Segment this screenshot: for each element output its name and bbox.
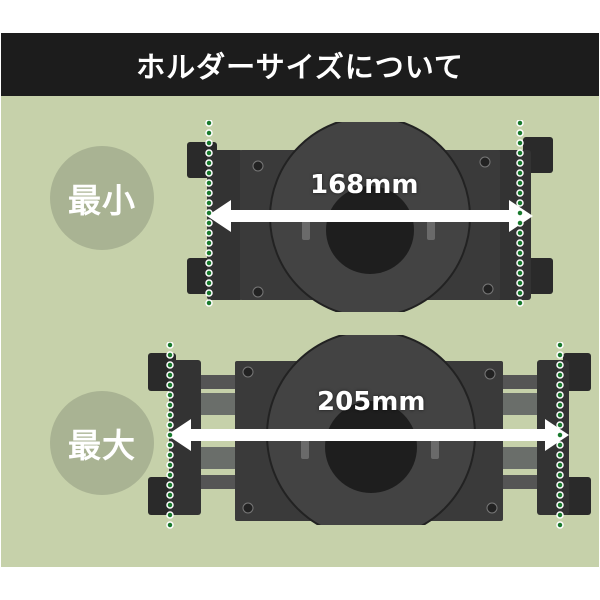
holder-max-image: 205mm <box>145 335 595 525</box>
max-badge: 最大 <box>50 391 154 495</box>
tablet-holder-min-icon <box>187 122 553 312</box>
min-badge-label: 最小 <box>68 181 136 220</box>
min-measurement-label: 168mm <box>310 170 419 200</box>
header-bar: ホルダーサイズについて <box>1 33 599 96</box>
holder-min-image: 168mm <box>185 122 555 312</box>
page-title: ホルダーサイズについて <box>136 49 464 84</box>
max-measurement-label: 205mm <box>317 387 426 417</box>
max-right-guide-line <box>556 342 564 529</box>
max-left-guide-line <box>166 342 174 529</box>
min-right-guide-line <box>516 120 524 307</box>
tablet-holder-max-icon <box>148 335 591 525</box>
max-badge-label: 最大 <box>68 426 136 465</box>
min-left-guide-line <box>205 120 213 307</box>
min-badge: 最小 <box>50 146 154 250</box>
